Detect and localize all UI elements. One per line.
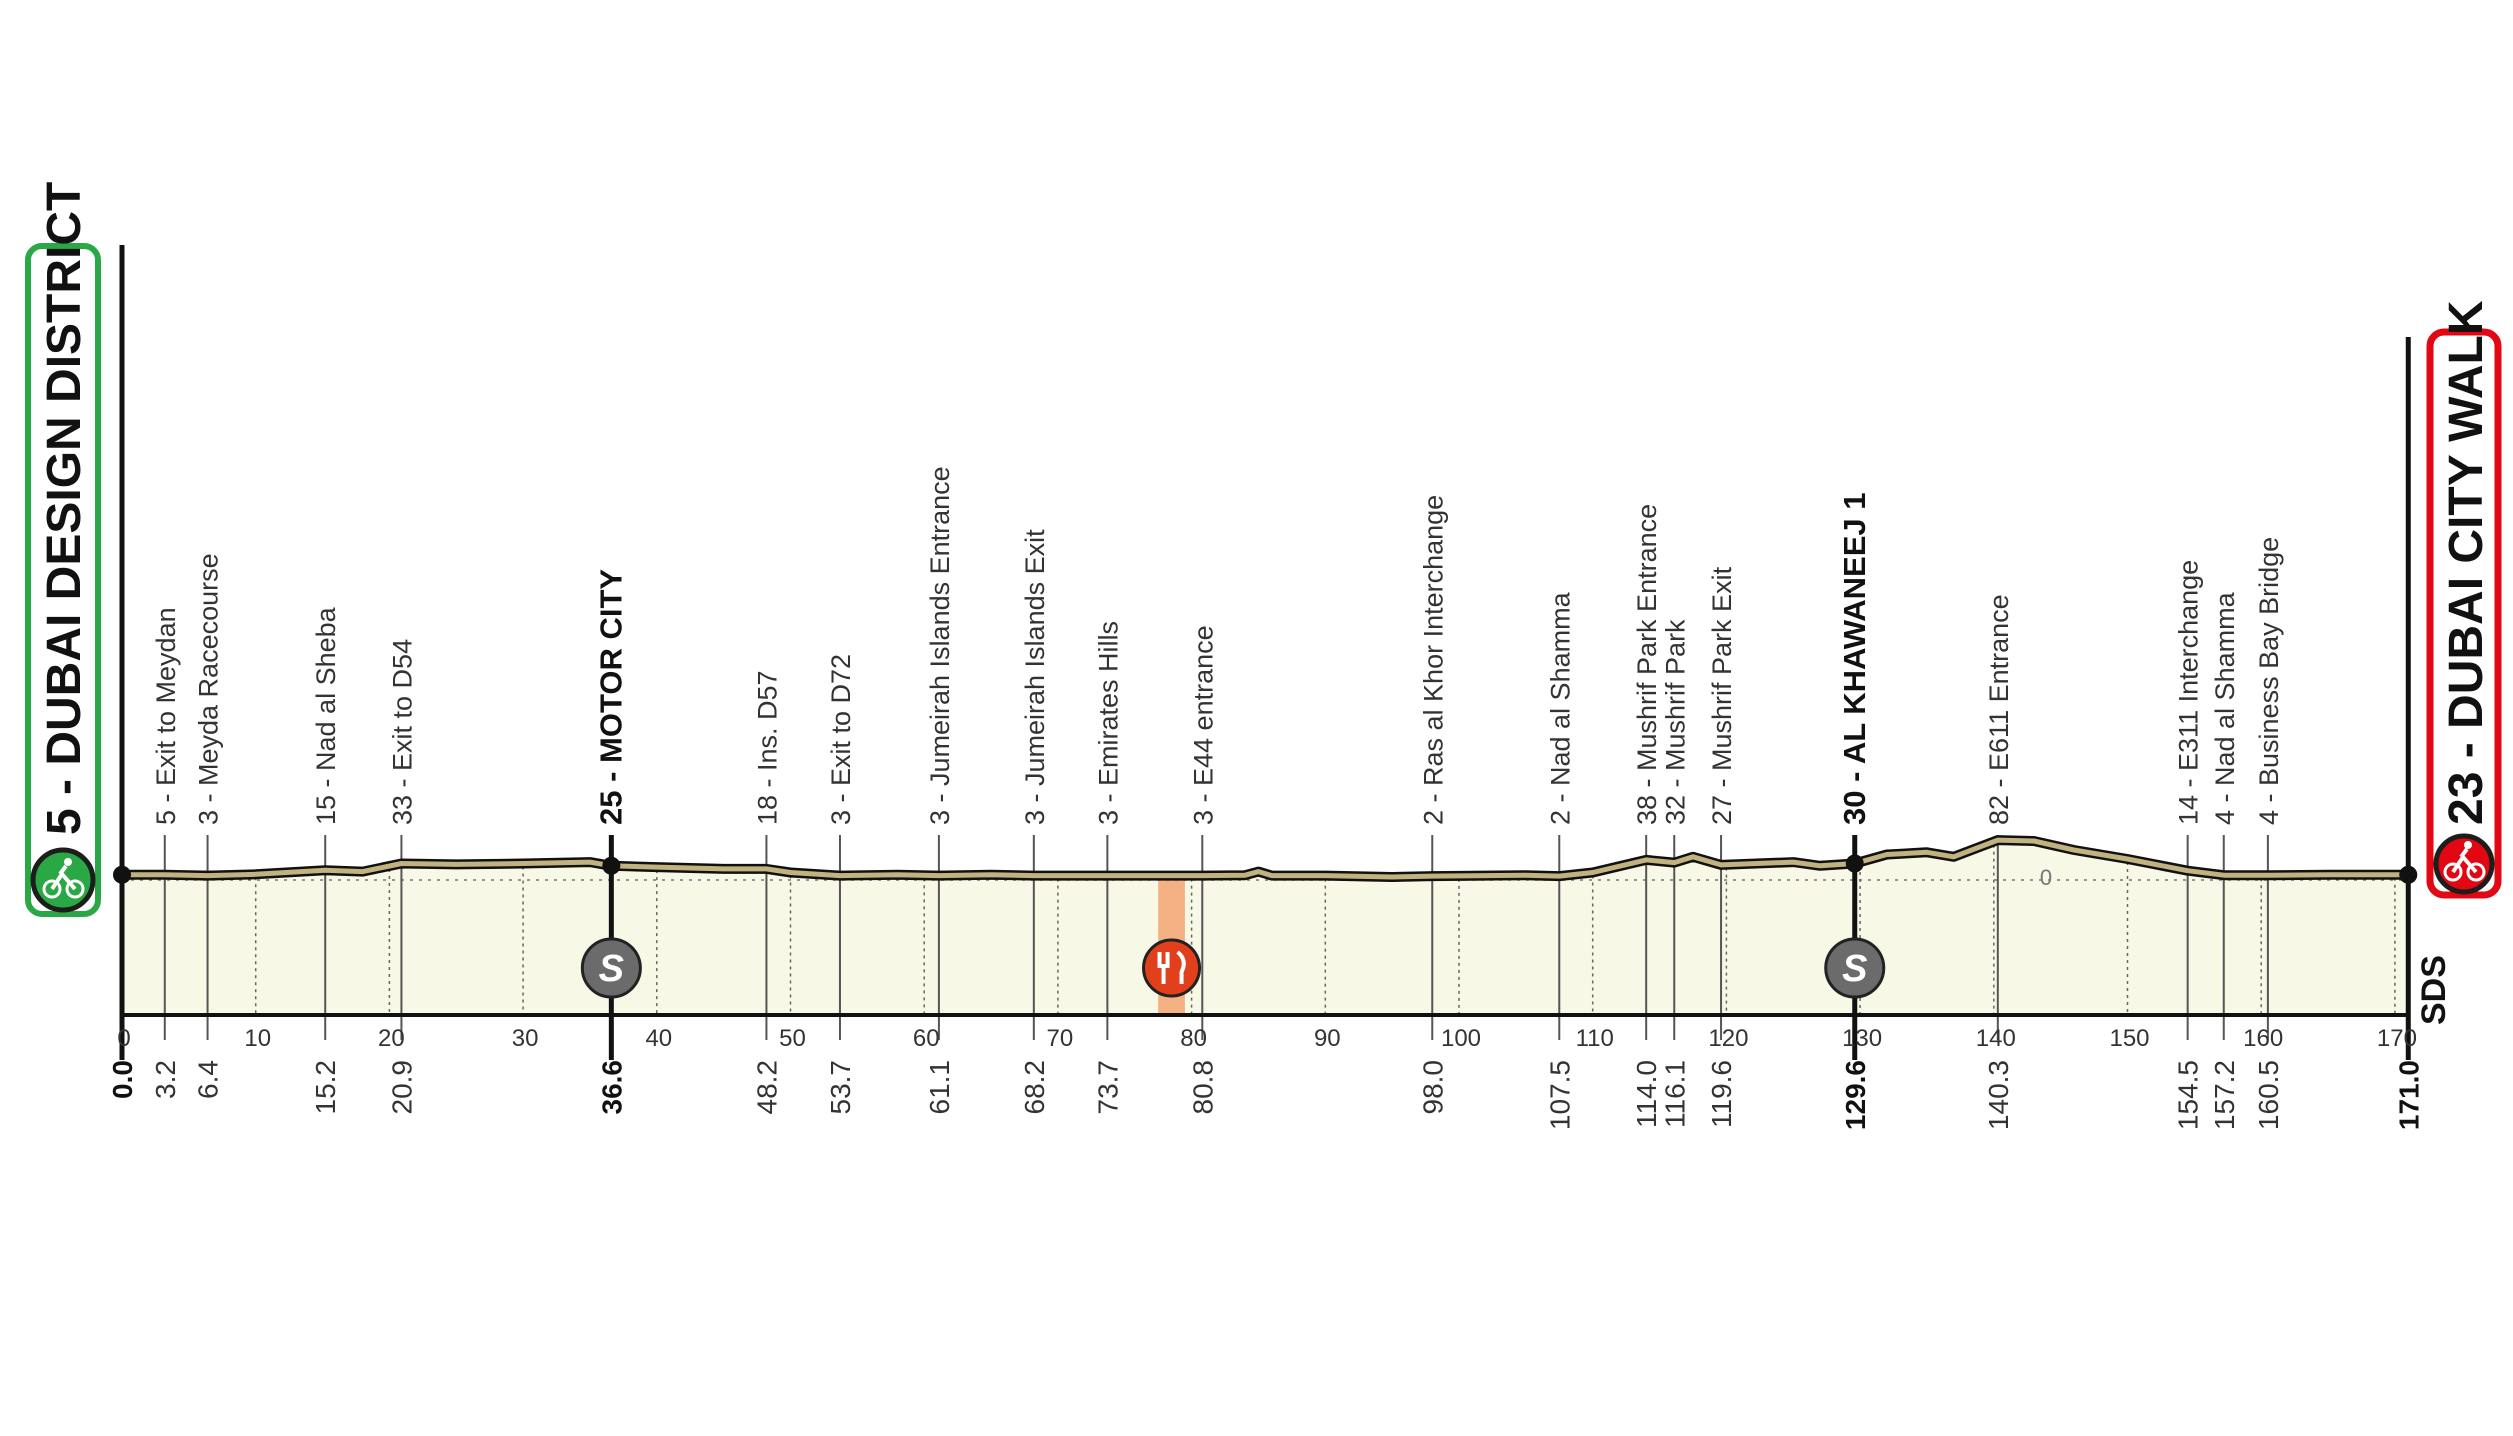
km-tick-label: 60 [913,1025,940,1052]
km-tick-label: 170 [2377,1025,2417,1052]
waypoint-distance: 73.7 [1092,1060,1123,1115]
waypoint-label: 3 - Jumeirah Islands Entrance [925,466,955,825]
waypoint-label: 27 - Mushrif Park Exit [1707,566,1737,825]
km-tick-label: 20 [378,1025,405,1052]
waypoint-distance: 48.2 [751,1060,782,1115]
waypoint-label: 14 - E311 Interchange [2174,560,2204,825]
waypoint-distance: 129.6 [1840,1060,1871,1130]
sds-logo: SDS [2415,955,2453,1025]
waypoint-distance: 36.6 [596,1060,627,1115]
waypoint-label: 5 - Exit to Meydan [151,607,181,825]
waypoint-label: 3 - Exit to D72 [826,654,856,825]
start-cyclist-icon [30,847,96,913]
km-tick-label: 80 [1180,1025,1207,1052]
waypoint-label: 25 - MOTOR CITY [593,569,628,825]
fork-knife-icon [1142,938,1202,998]
fork-knife-glyph [1157,950,1186,984]
waypoint-distance: 53.7 [825,1060,856,1115]
finish-label: 23 - DUBAI CITY WALK [2440,300,2493,825]
km-tick-label: 10 [244,1025,271,1052]
finish-box: 23 - DUBAI CITY WALK [2426,300,2502,899]
km-tick-label: 160 [2243,1025,2283,1052]
waypoint-label: 32 - Mushrif Park [1660,619,1690,825]
profile-line [122,837,2409,880]
waypoint-distance: 20.9 [386,1060,417,1115]
waypoint-label: 33 - Exit to D54 [387,639,417,825]
start-label: 5 - DUBAI DESIGN DISTRICT [38,182,91,835]
waypoint-distance: 3.2 [150,1060,181,1099]
sprint-s-icon [1824,937,1886,999]
km-tick-label: 0 [117,1025,130,1052]
sprint-s-icon [580,937,642,999]
sprint-s-letter: S [1842,948,1867,990]
waypoint-label: 3 - Emirates Hills [1093,621,1123,825]
finish-dot [2399,865,2418,884]
km-tick-label: 130 [1842,1025,1882,1052]
waypoint-distance: 114.0 [1631,1060,1662,1128]
waypoint-distance: 140.3 [1983,1060,2014,1130]
waypoint-label: 3 - Jumeirah Islands Exit [1020,529,1050,825]
waypoint-distance: 68.2 [1019,1060,1050,1115]
sprint-s-letter: S [599,948,624,990]
waypoint-distance: 98.0 [1417,1060,1448,1115]
waypoint-dot [602,856,621,875]
waypoint-label: 18 - Ins. D57 [752,670,782,825]
km-tick-label: 70 [1047,1025,1074,1052]
waypoint-label: 2 - Nad al Shamma [1545,591,1575,825]
km-tick-label: 140 [1976,1025,2016,1052]
waypoint-distance: 61.1 [924,1060,955,1115]
km-tick-label: 120 [1708,1025,1748,1052]
km-tick-label: 30 [512,1025,539,1052]
elevation-zero-label: 0 [2040,865,2052,890]
km-tick-label: 110 [1576,1025,1614,1052]
waypoint-distance: 80.8 [1187,1060,1218,1115]
waypoint-label: 30 - AL KHAWANEEJ 1 [1837,493,1872,825]
waypoint-distance: 157.2 [2209,1060,2240,1130]
waypoint-distance: 107.5 [1544,1060,1575,1130]
waypoint-label: 82 - E611 Entrance [1984,594,2014,825]
waypoint-distance: 116.1 [1659,1060,1690,1128]
waypoint-dot [1845,854,1864,873]
finish-cyclist-icon [2433,833,2495,895]
km-tick-label: 40 [645,1025,672,1052]
waypoint-distance: 6.4 [193,1060,224,1099]
km-tick-label: 50 [779,1025,806,1052]
waypoint-label: 4 - Business Bay Bridge [2254,537,2284,825]
waypoint-distance: 154.5 [2173,1060,2204,1130]
finish-distance: 171.0 [2393,1060,2424,1130]
start-distance: 0.0 [107,1060,138,1099]
waypoint-distance: 160.5 [2253,1060,2284,1130]
km-tick-label: 90 [1314,1025,1341,1052]
waypoint-label: 3 - E44 entrance [1188,625,1218,825]
waypoint-distance: 15.2 [310,1060,341,1115]
waypoint-label: 38 - Mushrif Park Entrance [1632,504,1662,825]
start-box: 5 - DUBAI DESIGN DISTRICT [25,182,101,917]
waypoint-label: 15 - Nad al Sheba [311,606,341,825]
km-tick-label: 100 [1441,1025,1481,1052]
km-tick-label: 150 [2109,1025,2149,1052]
start-dot [113,865,131,884]
waypoint-distance: 119.6 [1706,1060,1737,1128]
waypoint-label: 3 - Meyda Racecourse [194,553,224,825]
waypoint-label: 4 - Nad al Shamma [2210,591,2240,825]
waypoint-label: 2 - Ras al Khor Interchange [1418,495,1448,825]
